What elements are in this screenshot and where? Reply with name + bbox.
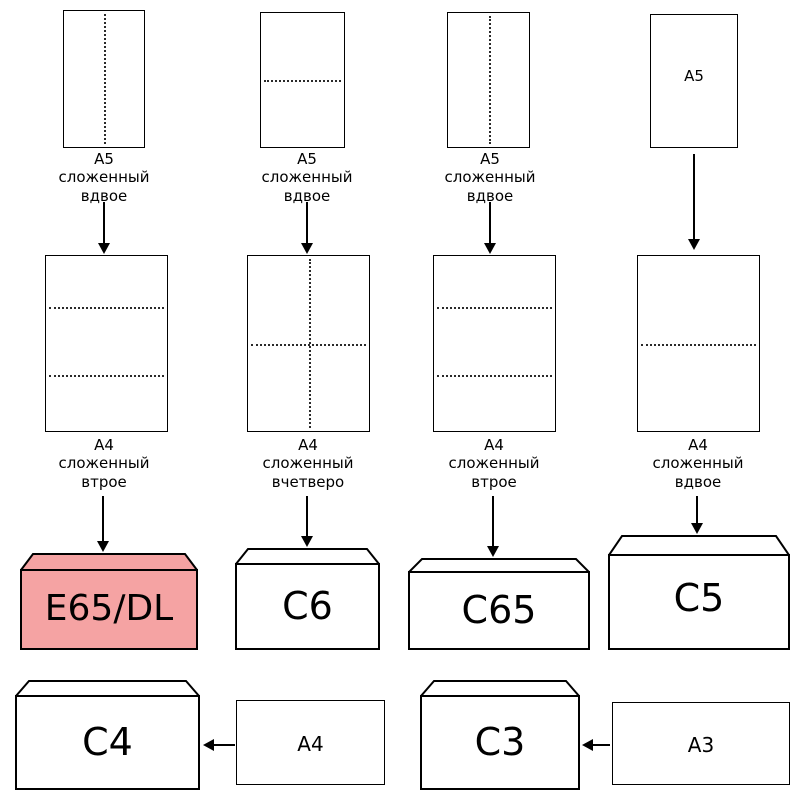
envelope-c5-label: C5 xyxy=(673,576,725,620)
fold-line-horizontal xyxy=(264,80,341,82)
envelope-shape xyxy=(15,680,200,790)
a4-sheet-plain: A4 xyxy=(236,700,385,785)
a5-sheet-fold-horizontal xyxy=(260,12,345,148)
envelope-c6: C6 xyxy=(235,548,380,650)
envelope-c4: C4 xyxy=(15,680,200,790)
a4-sheet-fold-half xyxy=(637,255,760,432)
fold-line-horizontal xyxy=(437,306,552,309)
envelope-c5: C5 xyxy=(608,535,790,650)
envelope-c3: C3 xyxy=(420,680,580,790)
arrow-down-icon xyxy=(489,202,491,244)
envelope-e65dl-label: E65/DL xyxy=(44,588,174,629)
envelope-c3-label: C3 xyxy=(474,720,526,764)
a3-sheet-plain: A3 xyxy=(612,702,790,785)
a3-inner-label: A3 xyxy=(687,733,715,757)
fold-line-vertical xyxy=(104,14,106,144)
fold-line-horizontal xyxy=(49,306,164,309)
a4-fold-caption: A4 сложенный вдвое xyxy=(652,436,744,491)
a4-sheet-fold-thirds xyxy=(45,255,168,432)
a4-fold-caption: A4 сложенный втрое xyxy=(448,436,540,491)
envelope-c6-label: C6 xyxy=(282,584,333,628)
a4-inner-label: A4 xyxy=(297,732,324,756)
a5-inner-label: A5 xyxy=(684,67,704,85)
envelope-e65dl: E65/DL xyxy=(20,553,198,650)
arrow-down-icon xyxy=(693,154,695,240)
a5-sheet-unfolded: A5 xyxy=(650,14,738,148)
envelope-shape xyxy=(408,558,590,650)
fold-line-horizontal xyxy=(641,343,756,346)
a5-fold-caption: A5 сложенный вдвое xyxy=(261,150,353,205)
envelope-shape xyxy=(608,535,790,650)
a4-fold-caption: A4 сложенный вчетверо xyxy=(262,436,354,491)
arrow-down-icon xyxy=(306,496,308,537)
arrow-down-icon xyxy=(492,496,494,547)
envelope-shape xyxy=(235,548,380,650)
arrow-down-icon xyxy=(103,202,105,244)
fold-line-horizontal xyxy=(49,375,164,377)
arrow-left-icon xyxy=(213,744,235,746)
fold-line-horizontal xyxy=(251,343,366,346)
arrow-down-icon xyxy=(102,496,104,542)
envelope-c4-label: C4 xyxy=(82,720,133,764)
a5-fold-caption: A5 сложенный вдвое xyxy=(444,150,536,205)
a5-sheet-fold-vertical xyxy=(447,12,530,148)
a5-sheet-fold-vertical xyxy=(63,10,145,148)
envelope-shape xyxy=(20,553,198,650)
a4-sheet-fold-thirds xyxy=(433,255,556,432)
fold-line-horizontal xyxy=(437,375,552,377)
a4-fold-caption: A4 сложенный втрое xyxy=(58,436,150,491)
a4-sheet-fold-quarters xyxy=(247,255,370,432)
fold-line-vertical xyxy=(488,16,491,144)
arrow-left-icon xyxy=(592,744,610,746)
arrow-down-icon xyxy=(306,202,308,244)
envelope-shape xyxy=(420,680,580,790)
a5-fold-caption: A5 сложенный вдвое xyxy=(58,150,150,205)
arrow-down-icon xyxy=(696,496,698,524)
envelope-c65-label: C65 xyxy=(461,588,537,632)
envelope-c65: C65 xyxy=(408,558,590,650)
